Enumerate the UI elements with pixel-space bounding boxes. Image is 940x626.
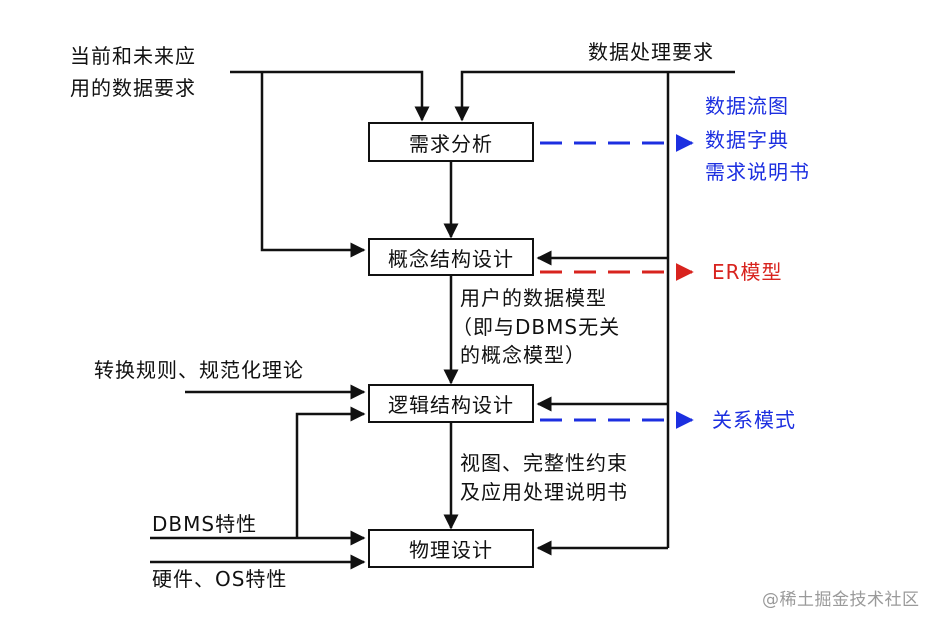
- line-dbms-to-logical: [295, 406, 366, 538]
- stage-conceptual-design-label: 概念结构设计: [388, 246, 514, 271]
- input-hardware-os: 硬件、OS特性: [152, 567, 288, 591]
- stage-logical-design: 逻辑结构设计: [368, 384, 534, 423]
- user-model-line1: 用户的数据模型: [460, 286, 607, 310]
- input-processing-requirements: 数据处理要求: [588, 40, 714, 64]
- stage-logical-design-label: 逻辑结构设计: [388, 393, 514, 417]
- stage-physical-design: 物理设计: [368, 529, 534, 568]
- views-constraints-line1: 视图、完整性约束: [460, 451, 628, 475]
- output-data-dictionary: 数据字典: [705, 128, 789, 152]
- input-dbms-features: DBMS特性: [152, 512, 258, 536]
- user-model-line2: （即与DBMS无关: [452, 315, 621, 339]
- output-data-flow-diagram: 数据流图: [705, 94, 789, 118]
- watermark-text: @稀土掘金技术社区: [762, 590, 920, 610]
- stage-conceptual-design: 概念结构设计: [368, 238, 534, 276]
- line-current-data-top: [230, 70, 430, 122]
- input-transform-rules: 转换规则、规范化理论: [94, 358, 304, 382]
- views-constraints-line2: 及应用处理说明书: [460, 480, 628, 504]
- stage-requirements-analysis: 需求分析: [368, 122, 534, 162]
- input-current-data-line1: 当前和未来应: [70, 44, 196, 68]
- output-requirements-spec: 需求说明书: [705, 160, 810, 184]
- output-relational-schema: 关系模式: [712, 408, 796, 432]
- line-current-data-left-branch: [260, 72, 366, 258]
- output-er-model: ER模型: [712, 260, 783, 284]
- input-current-data-line2: 用的数据要求: [70, 76, 196, 100]
- user-model-line3: 的概念模型）: [460, 343, 586, 367]
- line-processing-top: [454, 70, 735, 122]
- stage-requirements-analysis-label: 需求分析: [409, 131, 493, 156]
- stage-physical-design-label: 物理设计: [409, 538, 493, 562]
